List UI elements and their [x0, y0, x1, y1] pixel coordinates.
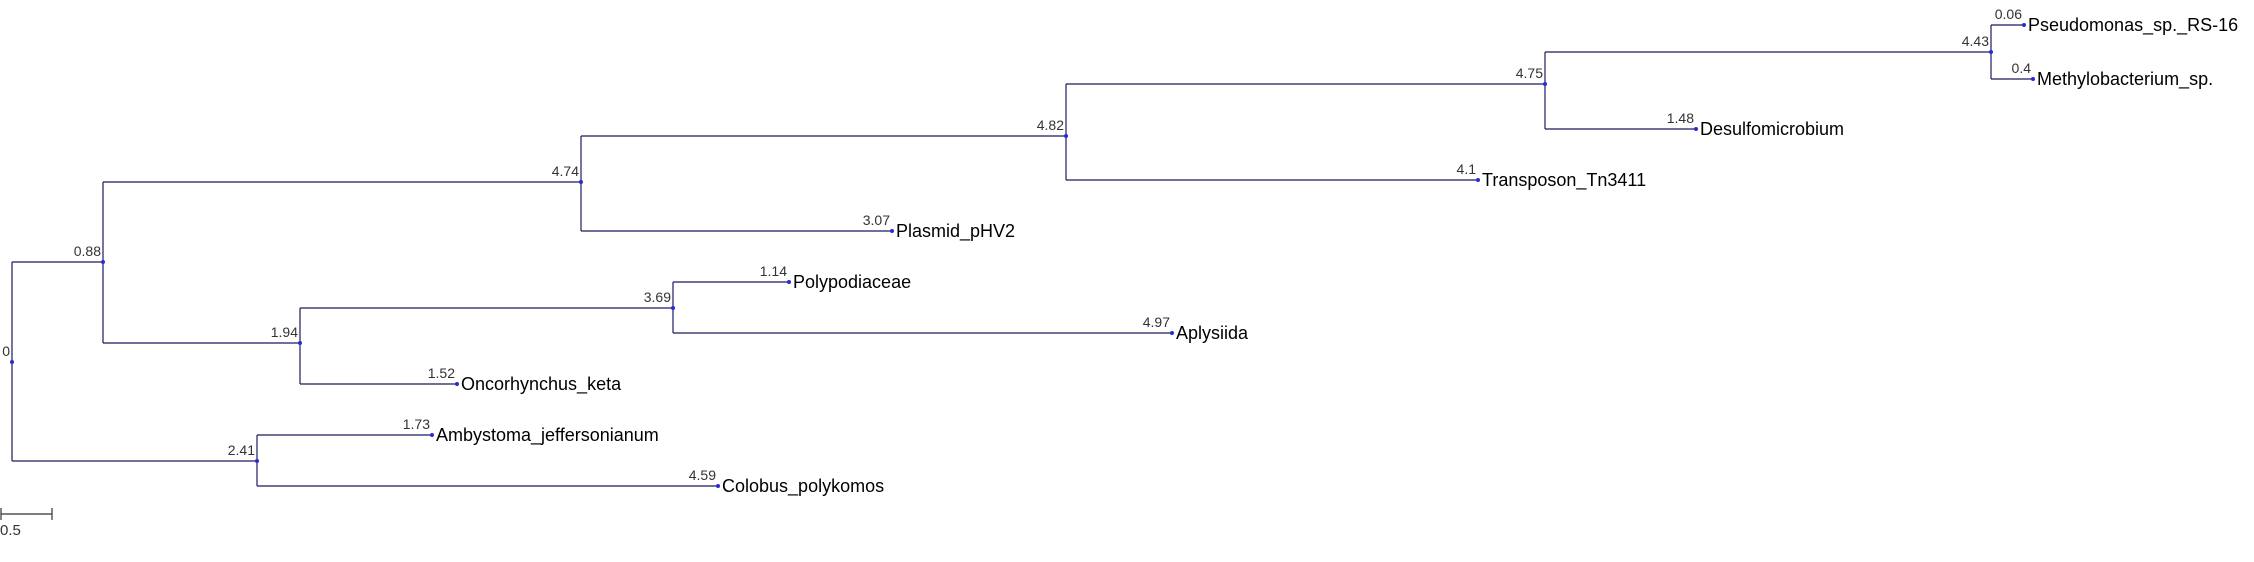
- labels-layer: 0 0.88 4.74 4.82 4.75 4.43 0.06Pseudomonas_sp.…: [2, 6, 2238, 497]
- node-leaf_methylobacterium: [2031, 77, 2035, 81]
- node-n482: [1064, 134, 1068, 138]
- node-leaf_ambystoma: [430, 433, 434, 437]
- scale-bar-label: 0.5: [0, 522, 21, 539]
- node-leaf_desulfomicrobium: [1694, 127, 1698, 131]
- node-leaf_pseudomonas: [2022, 23, 2026, 27]
- node-n475: [1543, 82, 1547, 86]
- branch-label-leaf_methylobacterium: 0.4: [2012, 60, 2032, 76]
- branch-label-n194: 1.94: [271, 324, 298, 340]
- branch-label-n475: 4.75: [1516, 65, 1543, 81]
- node-n088: [101, 260, 105, 264]
- node-root: [10, 360, 14, 364]
- node-leaf_polypodiaceae: [787, 280, 791, 284]
- node-n474: [579, 180, 583, 184]
- branch-label-leaf_desulfomicrobium: 1.48: [1667, 110, 1694, 126]
- taxon-label-leaf_pseudomonas: Pseudomonas_sp._RS-16: [2028, 15, 2238, 36]
- node-leaf_aplysiida: [1170, 331, 1174, 335]
- node-leaf_oncorhynchus: [455, 382, 459, 386]
- branch-label-leaf_ambystoma: 1.73: [403, 416, 430, 432]
- branches-layer: [11, 24, 2033, 487]
- scale-bar: 0.5: [0, 508, 53, 539]
- branch-label-root: 0: [2, 343, 10, 359]
- branch-label-leaf_plasmid: 3.07: [863, 212, 890, 228]
- branch-label-n443: 4.43: [1962, 33, 1989, 49]
- node-n443: [1989, 50, 1993, 54]
- taxon-label-leaf_ambystoma: Ambystoma_jeffersonianum: [436, 425, 659, 446]
- branch-label-n241: 2.41: [228, 442, 255, 458]
- taxon-label-leaf_desulfomicrobium: Desulfomicrobium: [1700, 119, 1844, 139]
- node-leaf_colobus: [716, 484, 720, 488]
- branch-label-leaf_transposon: 4.1: [1457, 161, 1477, 177]
- node-n241: [255, 459, 259, 463]
- taxon-label-leaf_oncorhynchus: Oncorhynchus_keta: [461, 374, 622, 395]
- taxon-label-leaf_plasmid: Plasmid_pHV2: [896, 221, 1015, 242]
- taxon-label-leaf_aplysiida: Aplysiida: [1176, 323, 1249, 343]
- node-n369: [671, 306, 675, 310]
- node-n194: [298, 341, 302, 345]
- taxon-label-leaf_colobus: Colobus_polykomos: [722, 476, 884, 497]
- branch-label-leaf_colobus: 4.59: [689, 467, 716, 483]
- branch-label-n474: 4.74: [552, 163, 579, 179]
- branch-label-leaf_oncorhynchus: 1.52: [428, 365, 455, 381]
- branch-label-n088: 0.88: [74, 243, 101, 259]
- node-leaf_plasmid: [890, 229, 894, 233]
- node-leaf_transposon: [1476, 178, 1480, 182]
- branch-label-n369: 3.69: [644, 289, 671, 305]
- branch-label-n482: 4.82: [1037, 117, 1064, 133]
- branch-label-leaf_aplysiida: 4.97: [1143, 314, 1170, 330]
- taxon-label-leaf_transposon: Transposon_Tn3411: [1482, 170, 1646, 191]
- branch-label-leaf_pseudomonas: 0.06: [1995, 6, 2022, 22]
- taxon-label-leaf_polypodiaceae: Polypodiaceae: [793, 272, 911, 292]
- taxon-label-leaf_methylobacterium: Methylobacterium_sp.: [2037, 69, 2213, 90]
- branch-label-leaf_polypodiaceae: 1.14: [760, 263, 787, 279]
